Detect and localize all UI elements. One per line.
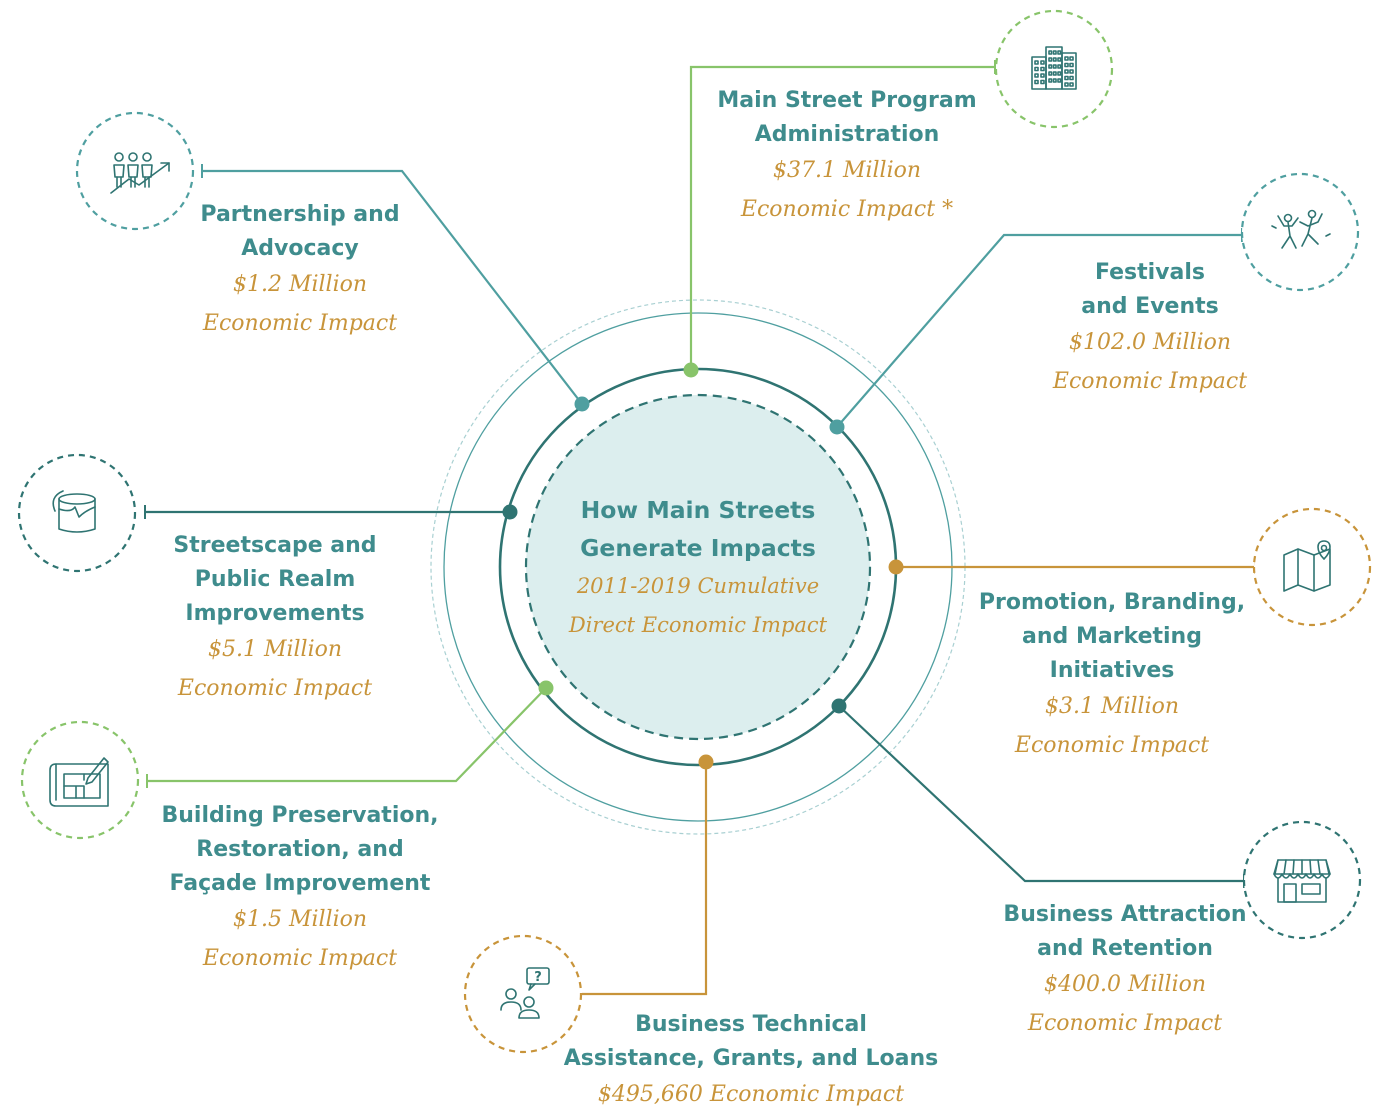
category-label-building: Building Preservation, Restoration, and … xyxy=(145,799,455,978)
dancing-people-icon xyxy=(1271,209,1331,249)
category-title-line: and Retention xyxy=(1037,936,1213,961)
center-title-line: Generate Impacts xyxy=(580,534,816,562)
icon-ring xyxy=(1242,820,1362,940)
category-title-line: Administration xyxy=(754,122,940,147)
connector-dot-promotion xyxy=(888,559,904,575)
connector-dot-streetscape xyxy=(502,504,518,520)
icon-badges: ? xyxy=(17,9,1372,1054)
category-impact-line: $495,660 Economic Impact xyxy=(597,1082,905,1107)
category-impact-line: Economic Impact xyxy=(1027,1010,1223,1036)
icon-badge-promotion xyxy=(1252,507,1372,627)
consultation-icon: ? xyxy=(500,967,550,1019)
category-title-line: Restoration, and xyxy=(196,837,404,862)
category-label-streetscape: Streetscape and Public Realm Improvement… xyxy=(150,529,400,708)
icon-ring xyxy=(1240,172,1360,292)
center-circle xyxy=(524,393,872,741)
category-title-line: Advocacy xyxy=(241,236,359,261)
category-impact-line: $5.1 Million xyxy=(207,637,343,662)
icon-ring xyxy=(75,111,195,231)
category-title-line: Promotion, Branding, xyxy=(978,590,1246,615)
category-title-line: Assistance, Grants, and Loans xyxy=(563,1046,939,1071)
connector-dot-attraction xyxy=(831,698,847,714)
category-impact-line: Economic Impact xyxy=(202,310,398,336)
category-impact-line: $3.1 Million xyxy=(1044,694,1180,719)
icon-ring xyxy=(994,9,1114,129)
category-title-line: Partnership and xyxy=(200,202,400,227)
connector-dot-technical xyxy=(698,754,714,770)
category-title-line: and Events xyxy=(1081,294,1219,319)
category-impact-line: $1.5 Million xyxy=(232,907,368,932)
category-impact-line: $400.0 Million xyxy=(1043,972,1207,997)
category-impact-line: Economic Impact xyxy=(1014,732,1210,758)
icon-badge-building xyxy=(20,720,140,840)
center-title-line: How Main Streets xyxy=(580,496,816,524)
connector-admin xyxy=(689,65,995,370)
category-impact-line: Economic Impact xyxy=(177,675,373,701)
center-subtitle-line: Direct Economic Impact xyxy=(568,612,828,637)
category-title-line: Building Preservation, xyxy=(161,803,439,828)
category-label-technical: Business Technical Assistance, Grants, a… xyxy=(556,1008,946,1115)
blueprint-icon xyxy=(49,757,109,807)
category-title-line: Façade Improvement xyxy=(169,871,431,896)
icon-badge-admin xyxy=(994,9,1114,129)
connector-attraction xyxy=(838,705,1244,883)
icon-ring xyxy=(463,934,583,1054)
connector-festivals xyxy=(836,233,1242,428)
center-subtitle-line: 2011-2019 Cumulative xyxy=(576,574,820,598)
icon-ring xyxy=(20,720,140,840)
icon-ring xyxy=(1252,507,1372,627)
category-label-admin: Main Street Program Administration $37.1… xyxy=(697,84,997,229)
category-title-line: Business Attraction xyxy=(1003,902,1247,927)
storefront-icon xyxy=(1273,859,1331,903)
icon-badge-streetscape xyxy=(17,453,137,573)
connector-building xyxy=(147,687,547,783)
question-mark-glyph: ? xyxy=(534,970,542,985)
category-title-line: Main Street Program xyxy=(717,88,977,113)
icon-badge-festivals xyxy=(1240,172,1360,292)
icon-badge-partnership xyxy=(75,111,195,231)
buildings-icon xyxy=(1031,46,1077,90)
category-impact-line: $102.0 Million xyxy=(1068,330,1232,355)
connector-dots xyxy=(502,362,904,770)
category-title-line: and Marketing xyxy=(1022,624,1202,649)
category-label-attraction: Business Attraction and Retention $400.0… xyxy=(985,898,1265,1043)
connector-dot-admin xyxy=(683,362,699,378)
category-title-line: Festivals xyxy=(1094,260,1206,285)
connector-dot-festivals xyxy=(829,419,845,435)
category-label-promotion: Promotion, Branding, and Marketing Initi… xyxy=(967,586,1257,765)
category-impact-line: Economic Impact xyxy=(202,945,398,971)
category-title-line: Business Technical xyxy=(635,1012,867,1037)
category-label-partnership: Partnership and Advocacy $1.2 Million Ec… xyxy=(175,198,425,343)
category-impact-line: Economic Impact * xyxy=(740,196,954,222)
center-label: How Main Streets Generate Impacts 2011-2… xyxy=(539,491,857,644)
connector-dot-partnership xyxy=(574,396,590,412)
category-impact-line: $1.2 Million xyxy=(232,272,368,297)
category-title-line: Streetscape and xyxy=(173,533,377,558)
connector-technical xyxy=(582,762,708,996)
paint-bucket-icon xyxy=(52,490,96,533)
category-title-line: Public Realm xyxy=(194,567,356,592)
icon-badge-technical: ? xyxy=(463,934,583,1054)
category-impact-line: Economic Impact xyxy=(1052,368,1248,394)
connector-partnership xyxy=(202,169,583,405)
connector-dot-building xyxy=(538,680,554,696)
category-title-line: Improvements xyxy=(185,601,365,626)
category-impact-line: $37.1 Million xyxy=(772,158,922,183)
category-label-festivals: Festivals and Events $102.0 Million Econ… xyxy=(1035,256,1265,401)
icon-badge-attraction xyxy=(1242,820,1362,940)
map-pin-icon xyxy=(1283,540,1331,592)
connector-lines xyxy=(144,60,1256,996)
partnership-growth-icon xyxy=(110,152,170,194)
category-title-line: Initiatives xyxy=(1049,658,1175,683)
